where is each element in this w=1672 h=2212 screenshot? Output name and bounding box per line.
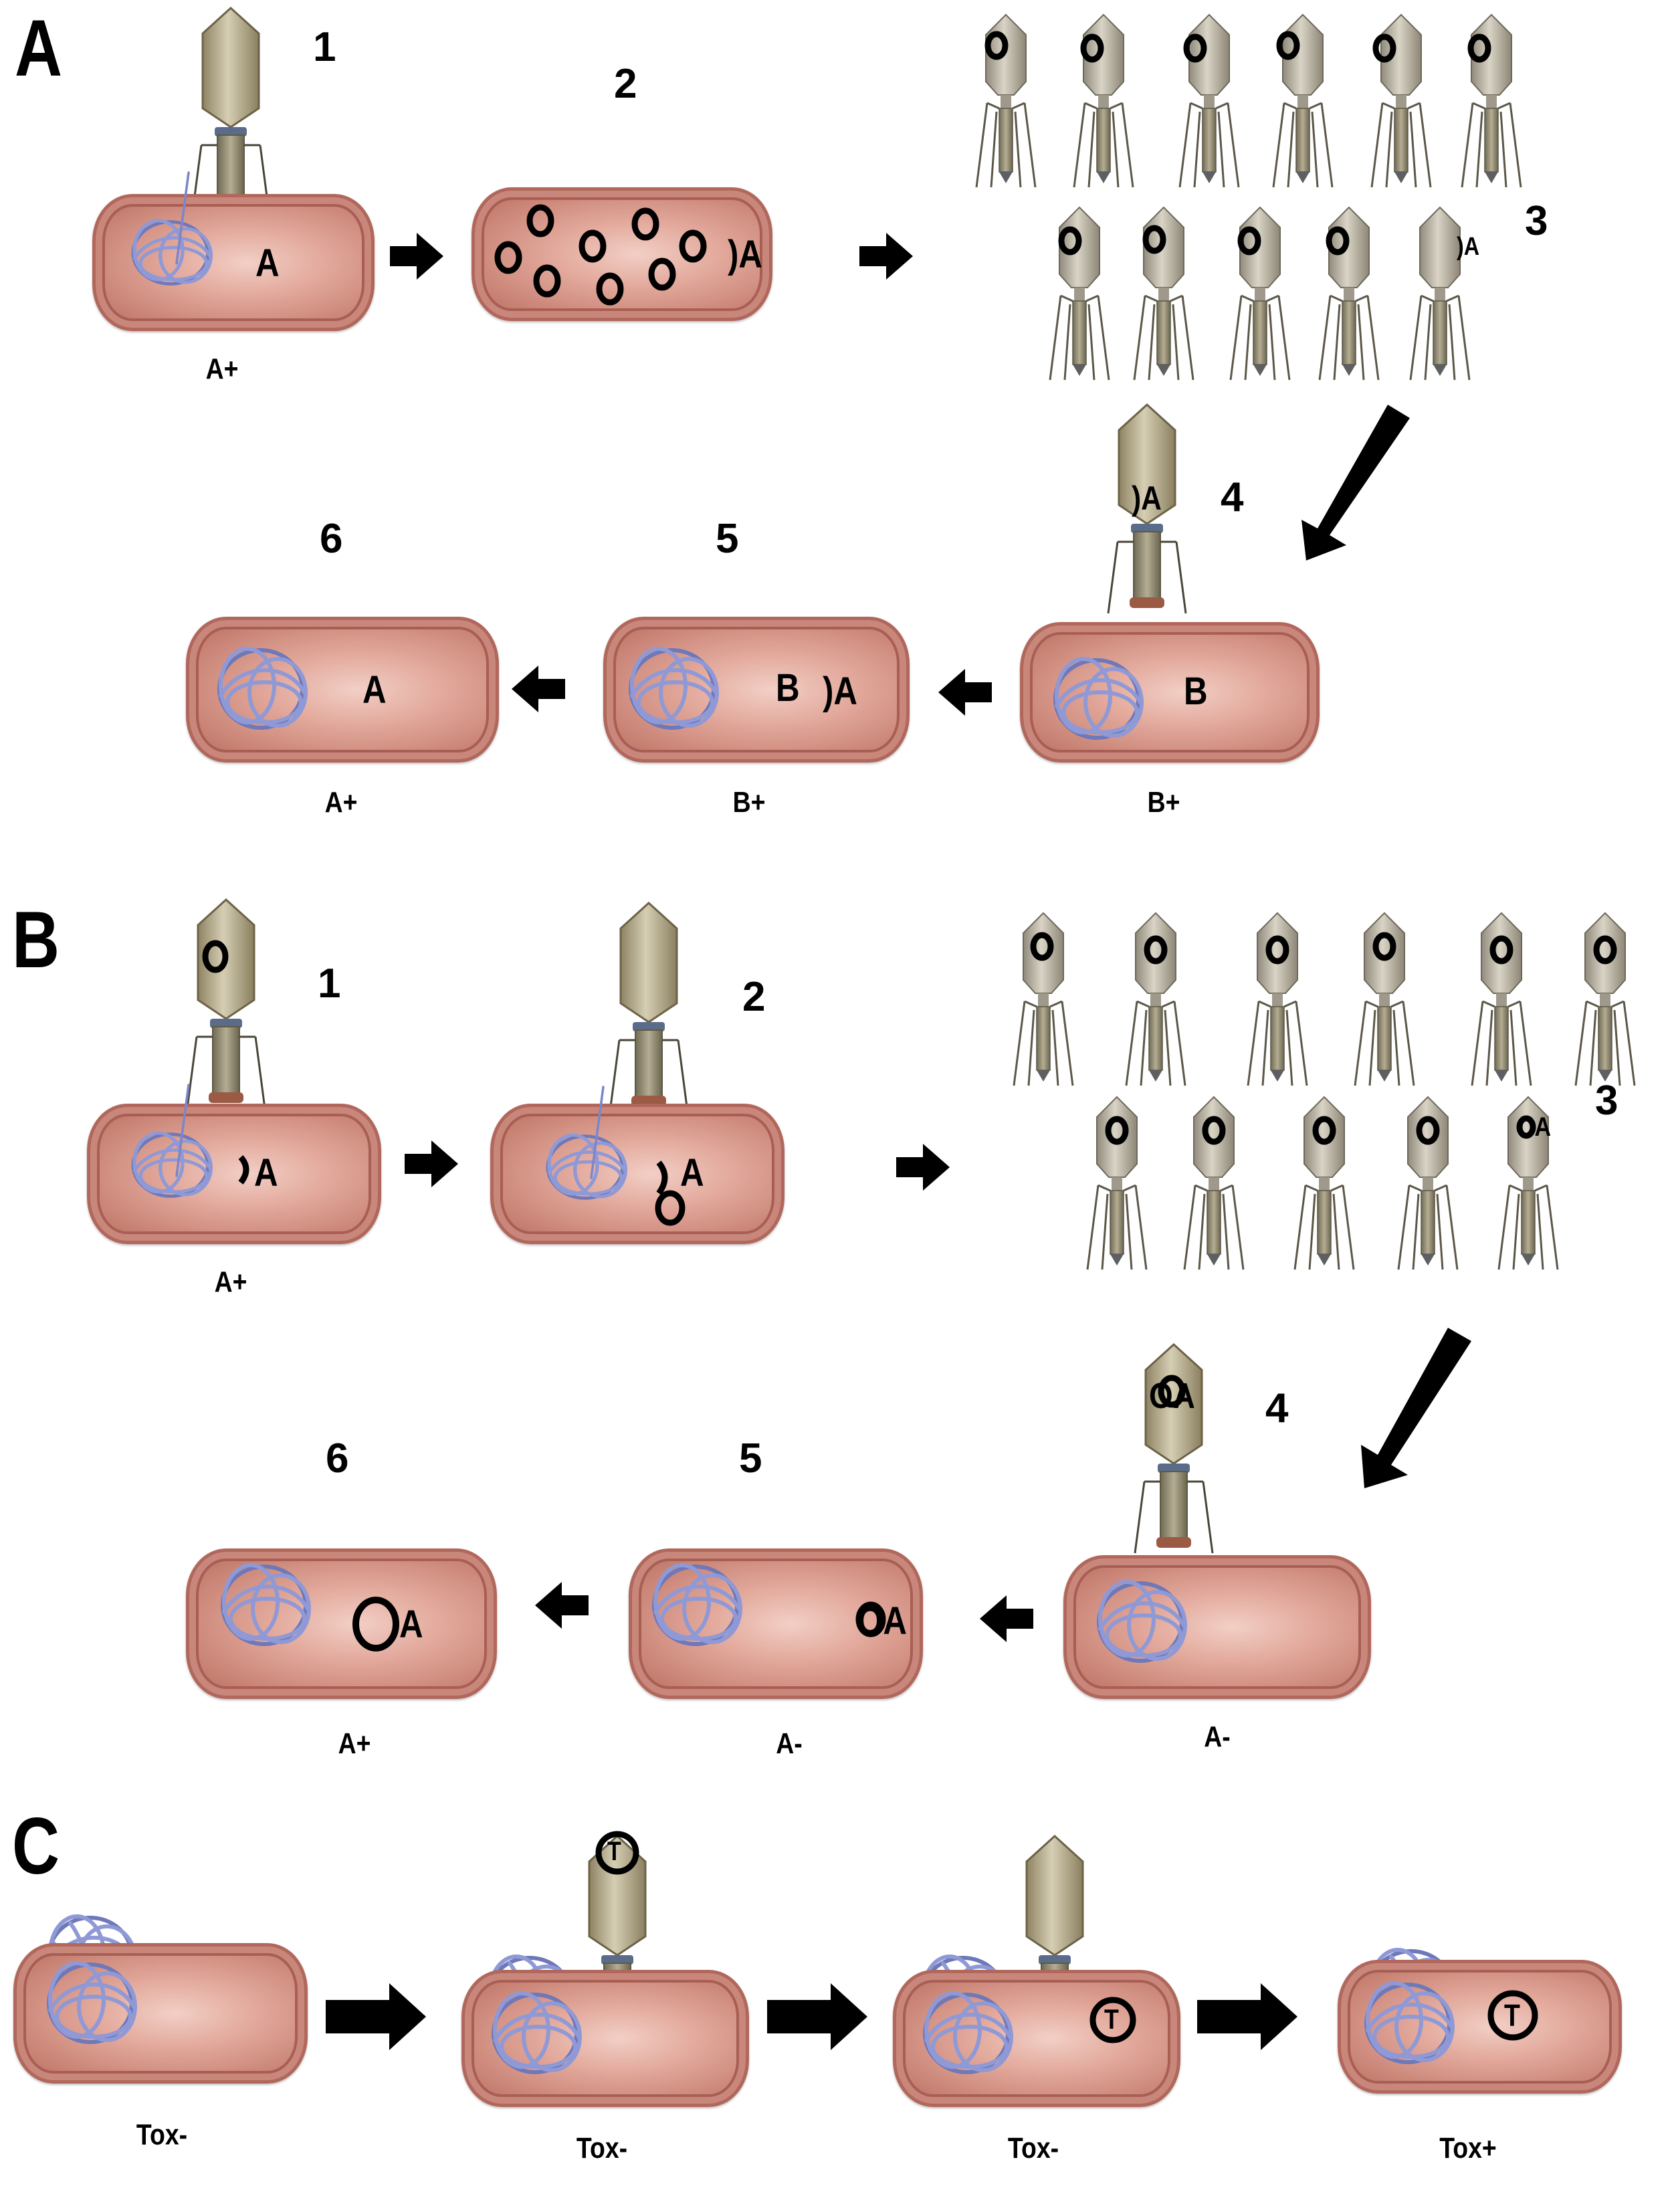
gene-label: B xyxy=(1184,670,1208,713)
arrow-right-icon xyxy=(767,1983,867,2050)
genotype-label: B+ xyxy=(732,786,766,819)
bacterial-cell-c3 xyxy=(893,1970,1180,2107)
genotype-label: A- xyxy=(1204,1720,1231,1753)
step-number: 1 xyxy=(313,24,336,70)
phage-attached-icon xyxy=(186,898,266,1110)
phage-cargo-label: OA xyxy=(1149,1376,1195,1416)
arrow-right-icon xyxy=(405,1140,458,1187)
bacterial-cell-b1 xyxy=(87,1104,381,1244)
arrow-right-icon xyxy=(1197,1983,1297,2050)
arrow-left-icon xyxy=(980,1595,1033,1642)
phage-cargo-rings xyxy=(1030,932,1617,1145)
arrow-diagonal-icon xyxy=(1361,1328,1471,1488)
bacterial-cell-c1 xyxy=(13,1943,308,2084)
phage-progeny-row-2 xyxy=(1086,1096,1559,1271)
tox-gene-label: T xyxy=(1504,1998,1520,2033)
tox-gene-label: T xyxy=(1104,2003,1119,2035)
panel-label-b: B xyxy=(12,895,60,985)
gene-label: A xyxy=(255,241,280,285)
step-number: 4 xyxy=(1221,474,1244,520)
phage-attached-icon xyxy=(609,902,689,1113)
bacterial-cell-b2 xyxy=(490,1104,785,1244)
step-number: 6 xyxy=(320,516,343,562)
phage-cargo-rings xyxy=(984,31,1491,256)
bacterial-cell-c4 xyxy=(1338,1960,1622,2094)
step-number: 4 xyxy=(1265,1385,1289,1431)
arrow-diagonal-icon xyxy=(1301,405,1410,561)
step-number: 5 xyxy=(739,1435,762,1482)
bacterial-cell-a1 xyxy=(92,194,375,331)
genotype-label: A+ xyxy=(205,353,239,385)
step-number: 6 xyxy=(326,1435,349,1482)
phage-progeny-row-2 xyxy=(1049,206,1471,381)
arrow-right-icon xyxy=(390,233,443,280)
phage-progeny-row-1 xyxy=(975,13,1522,189)
gene-label: )A xyxy=(728,233,763,276)
gene-label: A xyxy=(254,1151,278,1195)
phage-cargo-label: )A xyxy=(1132,480,1162,517)
gene-label: OA xyxy=(857,1599,907,1643)
arrow-left-icon xyxy=(512,666,565,712)
bacterial-cell-a5 xyxy=(603,617,910,763)
gene-label: A xyxy=(362,668,387,712)
panel-label-c: C xyxy=(12,1801,60,1891)
step-number: 3 xyxy=(1595,1078,1618,1124)
step-number: 3 xyxy=(1525,198,1548,244)
gene-label: A xyxy=(680,1151,704,1195)
gene-label: A xyxy=(399,1603,423,1646)
panel-label-a: A xyxy=(15,3,63,93)
arrow-right-icon xyxy=(896,1144,950,1191)
phage-cargo-label: )A xyxy=(1457,233,1480,261)
bacterial-cell-c2 xyxy=(461,1970,749,2107)
bacterial-cell-b4 xyxy=(1063,1555,1371,1699)
phage-cargo-label: OA xyxy=(1517,1112,1551,1142)
bacterial-cell-b6 xyxy=(186,1548,497,1699)
bacterial-cell-a4 xyxy=(1020,622,1320,763)
bacterial-cell-a6 xyxy=(186,617,499,763)
arrow-right-icon xyxy=(326,1983,426,2050)
genotype-label: Tox- xyxy=(136,2118,188,2151)
arrow-right-icon xyxy=(859,233,913,280)
genotype-label: A+ xyxy=(338,1727,371,1760)
genotype-label: A- xyxy=(776,1727,803,1760)
genotype-label: Tox+ xyxy=(1439,2132,1497,2165)
phage-attached-icon xyxy=(191,7,271,218)
genotype-label: B+ xyxy=(1147,786,1180,819)
step-number: 2 xyxy=(742,974,766,1020)
gene-label: )A xyxy=(823,670,858,713)
gene-label: B xyxy=(776,666,800,710)
step-number: 5 xyxy=(716,516,739,562)
step-number: 1 xyxy=(318,961,341,1007)
tox-gene-label: T xyxy=(607,1837,621,1866)
genotype-label: Tox- xyxy=(576,2132,628,2165)
step-number: 2 xyxy=(614,61,637,107)
genotype-label: A+ xyxy=(324,786,358,819)
phage-progeny-row-1 xyxy=(1013,912,1636,1087)
genotype-label: A+ xyxy=(214,1266,247,1298)
arrow-left-icon xyxy=(938,669,992,716)
genotype-label: Tox- xyxy=(1007,2132,1059,2165)
arrow-left-icon xyxy=(535,1582,589,1629)
